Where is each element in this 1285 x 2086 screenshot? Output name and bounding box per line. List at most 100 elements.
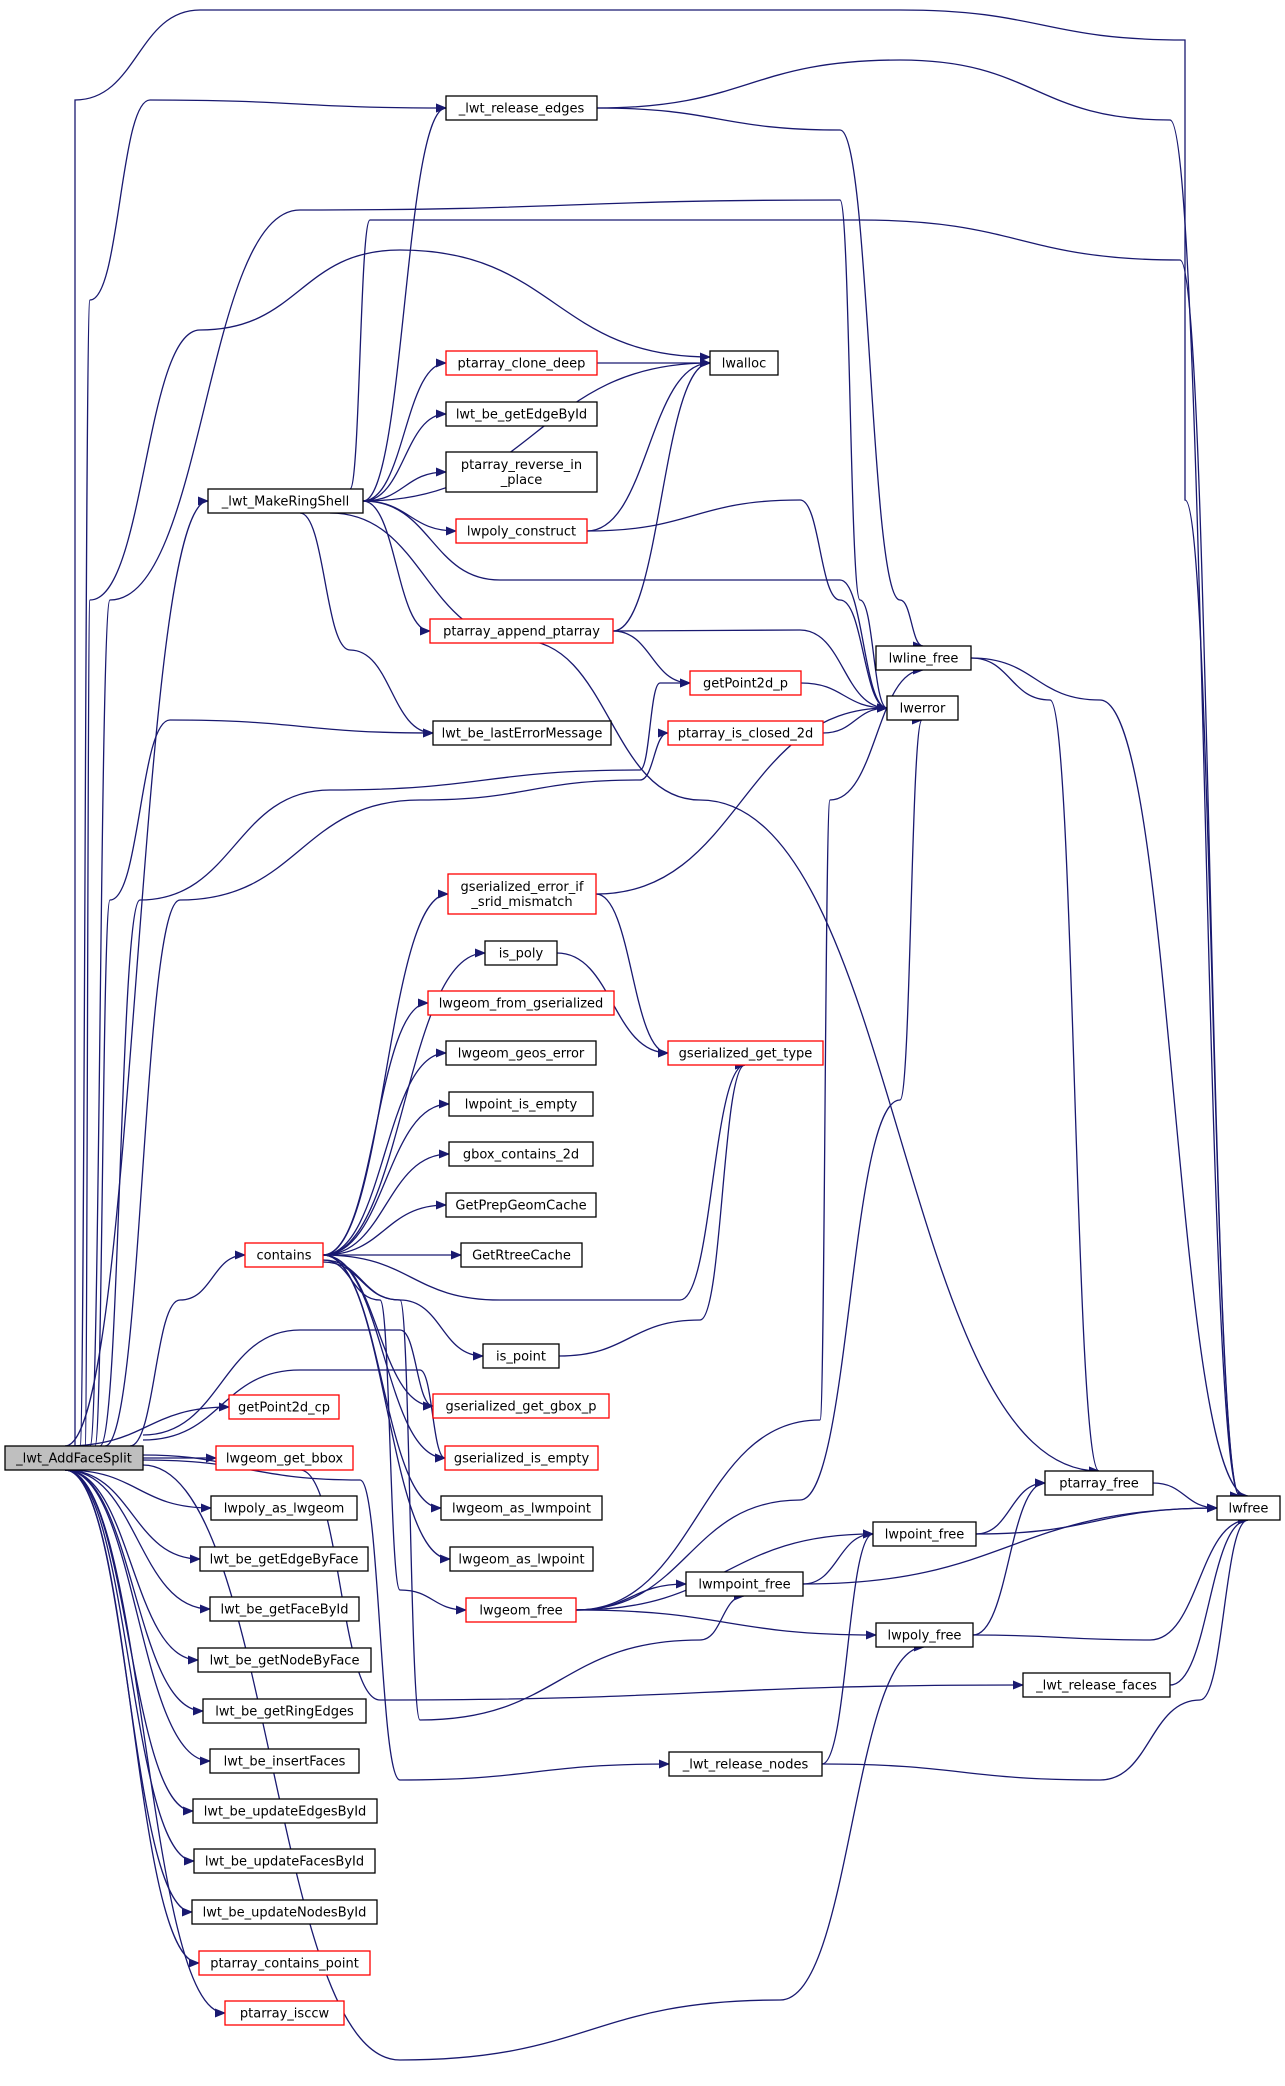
node-lwt-be-updatefacesbyid[interactable]: lwt_be_updateFacesById xyxy=(193,1848,376,1874)
node-lwpoint-is-empty[interactable]: lwpoint_is_empty xyxy=(448,1091,594,1117)
edge-root-to-lwt_release_edges xyxy=(79,99,447,1447)
node-lwt-release-edges[interactable]: _lwt_release_edges xyxy=(445,95,598,121)
node-label: gserialized_get_type xyxy=(679,1047,813,1062)
node-label: lwt_be_getNodeByFace xyxy=(210,1654,360,1669)
node-lwerror[interactable]: lwerror xyxy=(886,695,959,721)
node-label: ptarray_is_closed_2d xyxy=(678,727,814,742)
node-label: lwline_free xyxy=(889,652,959,667)
node-lwt-be-updateedgesbyid[interactable]: lwt_be_updateEdgesById xyxy=(192,1798,378,1824)
edge-root-to-lwt_be_getFaceById xyxy=(64,1469,211,1614)
node-gserialized-is-empty[interactable]: gserialized_is_empty xyxy=(444,1445,599,1471)
edge-ptarray_free-to-lwfree xyxy=(1152,1482,1218,1513)
node-lwt-be-getnodebyface[interactable]: lwt_be_getNodeByFace xyxy=(197,1647,372,1673)
edge-root-to-lwt_be_getEdgeByFace xyxy=(64,1469,201,1564)
node-label: lwt_be_updateFacesById xyxy=(205,1855,364,1870)
node-lwpoly-as-lwgeom[interactable]: lwpoly_as_lwgeom xyxy=(210,1495,358,1521)
node-lwt-be-getringedges[interactable]: lwt_be_getRingEdges xyxy=(202,1698,367,1724)
node-lwgeom-get-bbox[interactable]: lwgeom_get_bbox xyxy=(215,1445,354,1471)
node-ptarray-free[interactable]: ptarray_free xyxy=(1044,1470,1154,1496)
edge-lwt_release_nodes-to-lwfree xyxy=(821,1515,1249,1781)
node-lwt-release-nodes[interactable]: _lwt_release_nodes xyxy=(668,1751,823,1777)
node-label: _lwt_release_faces xyxy=(1035,1679,1157,1694)
node-ptarray-contains-point[interactable]: ptarray_contains_point xyxy=(198,1950,371,1976)
node-label: getPoint2d_p xyxy=(703,677,788,692)
edge-lwpoly_construct-to-lwerror xyxy=(586,499,888,713)
node-label: lwt_be_updateEdgesById xyxy=(204,1805,367,1820)
node-lwgeom-as-lwpoint[interactable]: lwgeom_as_lwpoint xyxy=(449,1546,594,1572)
node-lwt-be-getfacebyid[interactable]: lwt_be_getFaceById xyxy=(209,1596,360,1622)
node-lwt-be-getedgebyface[interactable]: lwt_be_getEdgeByFace xyxy=(199,1546,369,1572)
node-contains[interactable]: contains xyxy=(244,1242,324,1268)
node-ptarray-isccw[interactable]: ptarray_isccw xyxy=(224,2000,345,2026)
node-is-point[interactable]: is_point xyxy=(482,1343,560,1369)
edge-lwt_release_nodes-to-lwpoint_free xyxy=(821,1529,874,1765)
edge-contains-to-lwmpoint_free xyxy=(322,1261,745,1721)
edge-getPoint2d_p-to-lwerror xyxy=(800,682,888,713)
node-is-poly[interactable]: is_poly xyxy=(484,940,558,966)
node-gbox-contains-2d[interactable]: gbox_contains_2d xyxy=(448,1141,594,1167)
edge-root-to-ptarray_isccw xyxy=(64,1469,226,2018)
edge-lwt_MakeRingShell-to-ptarray_append_ptarray xyxy=(362,500,431,636)
node-label: lwgeom_geos_error xyxy=(458,1047,585,1062)
node-root[interactable]: _lwt_AddFaceSplit xyxy=(4,1445,144,1471)
node-label: is_point xyxy=(496,1350,546,1365)
edge-ptarray_append_ptarray-to-lwalloc xyxy=(612,358,711,632)
node-lwpoly-construct[interactable]: lwpoly_construct xyxy=(455,518,588,544)
edge-contains-to-lwgeom_geos_error xyxy=(322,1048,447,1256)
edge-contains-to-gserialized_is_empty xyxy=(322,1254,446,1463)
node-label: lwpoint_free xyxy=(885,1528,965,1543)
node-lwpoint-free[interactable]: lwpoint_free xyxy=(872,1521,977,1547)
node-label: ptarray_clone_deep xyxy=(458,357,586,372)
edge-lwt_MakeRingShell-to-ptarray_free xyxy=(329,512,1100,1476)
node-lwline-free[interactable]: lwline_free xyxy=(875,645,972,671)
node-lwt-release-faces[interactable]: _lwt_release_faces xyxy=(1022,1672,1171,1698)
node-gserialized-get-gbox-p[interactable]: gserialized_get_gbox_p xyxy=(432,1393,610,1419)
edge-root-to-gserialized_get_gbox_p xyxy=(142,1329,434,1436)
edge-root-to-contains xyxy=(129,1250,246,1447)
node-label: ptarray_free xyxy=(1059,1477,1139,1492)
node-lwalloc[interactable]: lwalloc xyxy=(709,350,779,376)
node-lwt-be-updatenodesbyid[interactable]: lwt_be_updateNodesById xyxy=(191,1899,378,1925)
node-lwfree[interactable]: lwfree xyxy=(1216,1495,1281,1521)
node-lwmpoint-free[interactable]: lwmpoint_free xyxy=(685,1571,804,1597)
node-lwt-makeringshell[interactable]: _lwt_MakeRingShell xyxy=(207,488,364,514)
edge-lwline_free-to-ptarray_free xyxy=(970,657,1100,1476)
node-label: lwpoly_construct xyxy=(467,525,576,540)
node-lwt-be-lasterrormessage[interactable]: lwt_be_lastErrorMessage xyxy=(432,720,612,746)
node-lwt-be-getedgebyid[interactable]: lwt_be_getEdgeById xyxy=(445,401,598,427)
node-lwgeom-from-gserialized[interactable]: lwgeom_from_gserialized xyxy=(427,990,615,1016)
nodes-layer: _lwt_AddFaceSplit _lwt_release_edgeslwall… xyxy=(4,95,1281,2026)
node-label: ptarray_isccw xyxy=(240,2007,330,2022)
node-label: _lwt_release_nodes xyxy=(682,1758,809,1773)
edge-root-to-lwerror xyxy=(89,199,888,1447)
node-getprepgeomcache[interactable]: GetPrepGeomCache xyxy=(445,1192,597,1218)
node-getrtreecache[interactable]: GetRtreeCache xyxy=(460,1242,583,1268)
node-ptarray-reverse-in-place[interactable]: ptarray_reverse_in_place xyxy=(445,451,598,493)
node-label: lwt_be_getEdgeByFace xyxy=(210,1553,359,1568)
node-label: lwgeom_get_bbox xyxy=(226,1452,344,1467)
edges-layer xyxy=(64,9,1249,2061)
node-gserialized-error-if-srid-mismatch[interactable]: gserialized_error_if_srid_mismatch xyxy=(447,873,597,915)
node-ptarray-append-ptarray[interactable]: ptarray_append_ptarray xyxy=(429,618,614,644)
edge-is_point-to-gserialized_get_type xyxy=(558,1060,746,1357)
node-label: gbox_contains_2d xyxy=(463,1148,579,1163)
node-lwgeom-as-lwmpoint[interactable]: lwgeom_as_lwmpoint xyxy=(440,1495,603,1521)
node-ptarray-is-closed-2d[interactable]: ptarray_is_closed_2d xyxy=(667,720,824,746)
node-lwt-be-insertfaces[interactable]: lwt_be_insertFaces xyxy=(209,1748,360,1774)
edge-lwline_free-to-lwfree xyxy=(970,657,1249,1501)
node-lwgeom-geos-error[interactable]: lwgeom_geos_error xyxy=(445,1040,597,1066)
node-gserialized-get-type[interactable]: gserialized_get_type xyxy=(667,1040,824,1066)
edge-contains-to-GetPrepGeomCache xyxy=(322,1200,447,1256)
node-ptarray-clone-deep[interactable]: ptarray_clone_deep xyxy=(445,350,598,376)
edge-root-to-lwt_be_insertFaces xyxy=(64,1469,211,1766)
edge-contains-to-gbox_contains_2d xyxy=(322,1149,450,1256)
node-getpoint2d-p[interactable]: getPoint2d_p xyxy=(689,670,802,696)
node-getpoint2d-cp[interactable]: getPoint2d_cp xyxy=(228,1394,340,1420)
node-label: _place xyxy=(500,473,542,488)
node-lwpoly-free[interactable]: lwpoly_free xyxy=(875,1622,974,1648)
node-lwgeom-free[interactable]: lwgeom_free xyxy=(465,1597,577,1623)
edge-lwt_MakeRingShell-to-ptarray_reverse_in_place xyxy=(362,467,447,502)
edge-root-to-lwt_be_lastErrorMessage xyxy=(94,719,434,1447)
edge-lwpoly_free-to-ptarray_free xyxy=(972,1478,1046,1636)
